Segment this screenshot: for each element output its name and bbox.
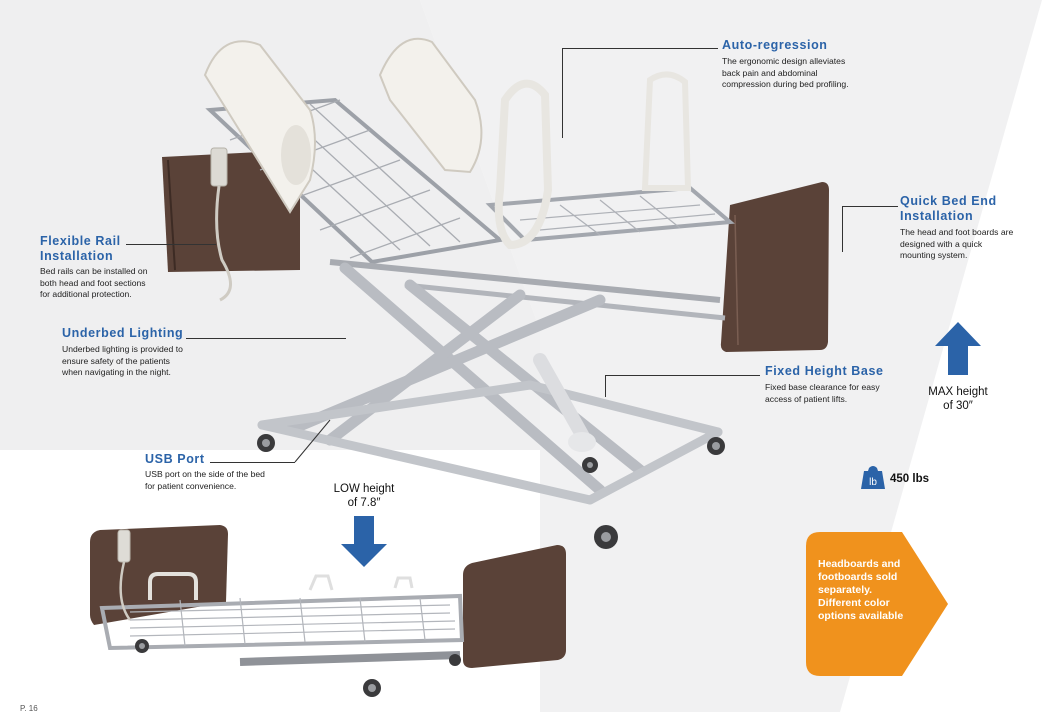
head-board <box>162 150 300 272</box>
underbed-lighting-desc: Underbed lighting is provided to ensure … <box>62 344 183 377</box>
weight-icon-text: lb <box>869 477 877 488</box>
quick-bed-end-desc: The head and foot boards are designed wi… <box>900 227 1014 260</box>
weight-capacity: 450 lbs <box>890 473 929 485</box>
quick-bed-end-leader <box>842 206 898 207</box>
fixed-height-base-leader-v <box>605 375 606 397</box>
auto-regression-leader <box>562 48 563 138</box>
underbed-lighting-title: Underbed Lighting <box>62 326 184 340</box>
underbed-lighting-leader <box>186 338 346 339</box>
max-height-arrow-icon <box>935 322 981 375</box>
low-foot-board <box>463 545 566 668</box>
fixed-height-base-leader <box>605 375 760 376</box>
usb-port-leader <box>210 462 295 463</box>
fixed-height-base-desc: Fixed base clearance for easy access of … <box>765 382 880 404</box>
page-number: P. 16 <box>20 704 38 713</box>
max-height-label: MAX height of 30″ <box>928 386 988 412</box>
weight-icon: lb <box>861 466 885 489</box>
quick-bed-end-leader-v <box>842 206 843 252</box>
fixed-height-base-title: Fixed Height Base <box>765 364 884 378</box>
quick-bed-end-title: Quick Bed End Installation <box>900 194 997 223</box>
auto-regression-title: Auto-regression <box>722 38 828 52</box>
flexible-rail-title: Flexible Rail Installation <box>40 234 121 263</box>
low-height-label: LOW height of 7.8″ <box>333 483 395 509</box>
note-badge <box>806 532 948 676</box>
foot-board <box>720 182 829 352</box>
auto-regression-desc: The ergonomic design alleviates back pai… <box>722 56 849 89</box>
flexible-rail-leader <box>126 244 216 245</box>
second-head-side-rail <box>378 37 483 174</box>
flexible-rail-desc: Bed rails can be installed on both head … <box>40 266 148 299</box>
usb-port-title: USB Port <box>145 452 205 466</box>
foot-side-rail <box>494 79 553 250</box>
note-text: Headboards and footboards sold separatel… <box>818 558 904 622</box>
auto-regression-leader-h <box>562 48 718 49</box>
low-height-arrow-icon <box>341 516 387 567</box>
usb-port-desc: USB port on the side of the bed for pati… <box>145 469 265 491</box>
